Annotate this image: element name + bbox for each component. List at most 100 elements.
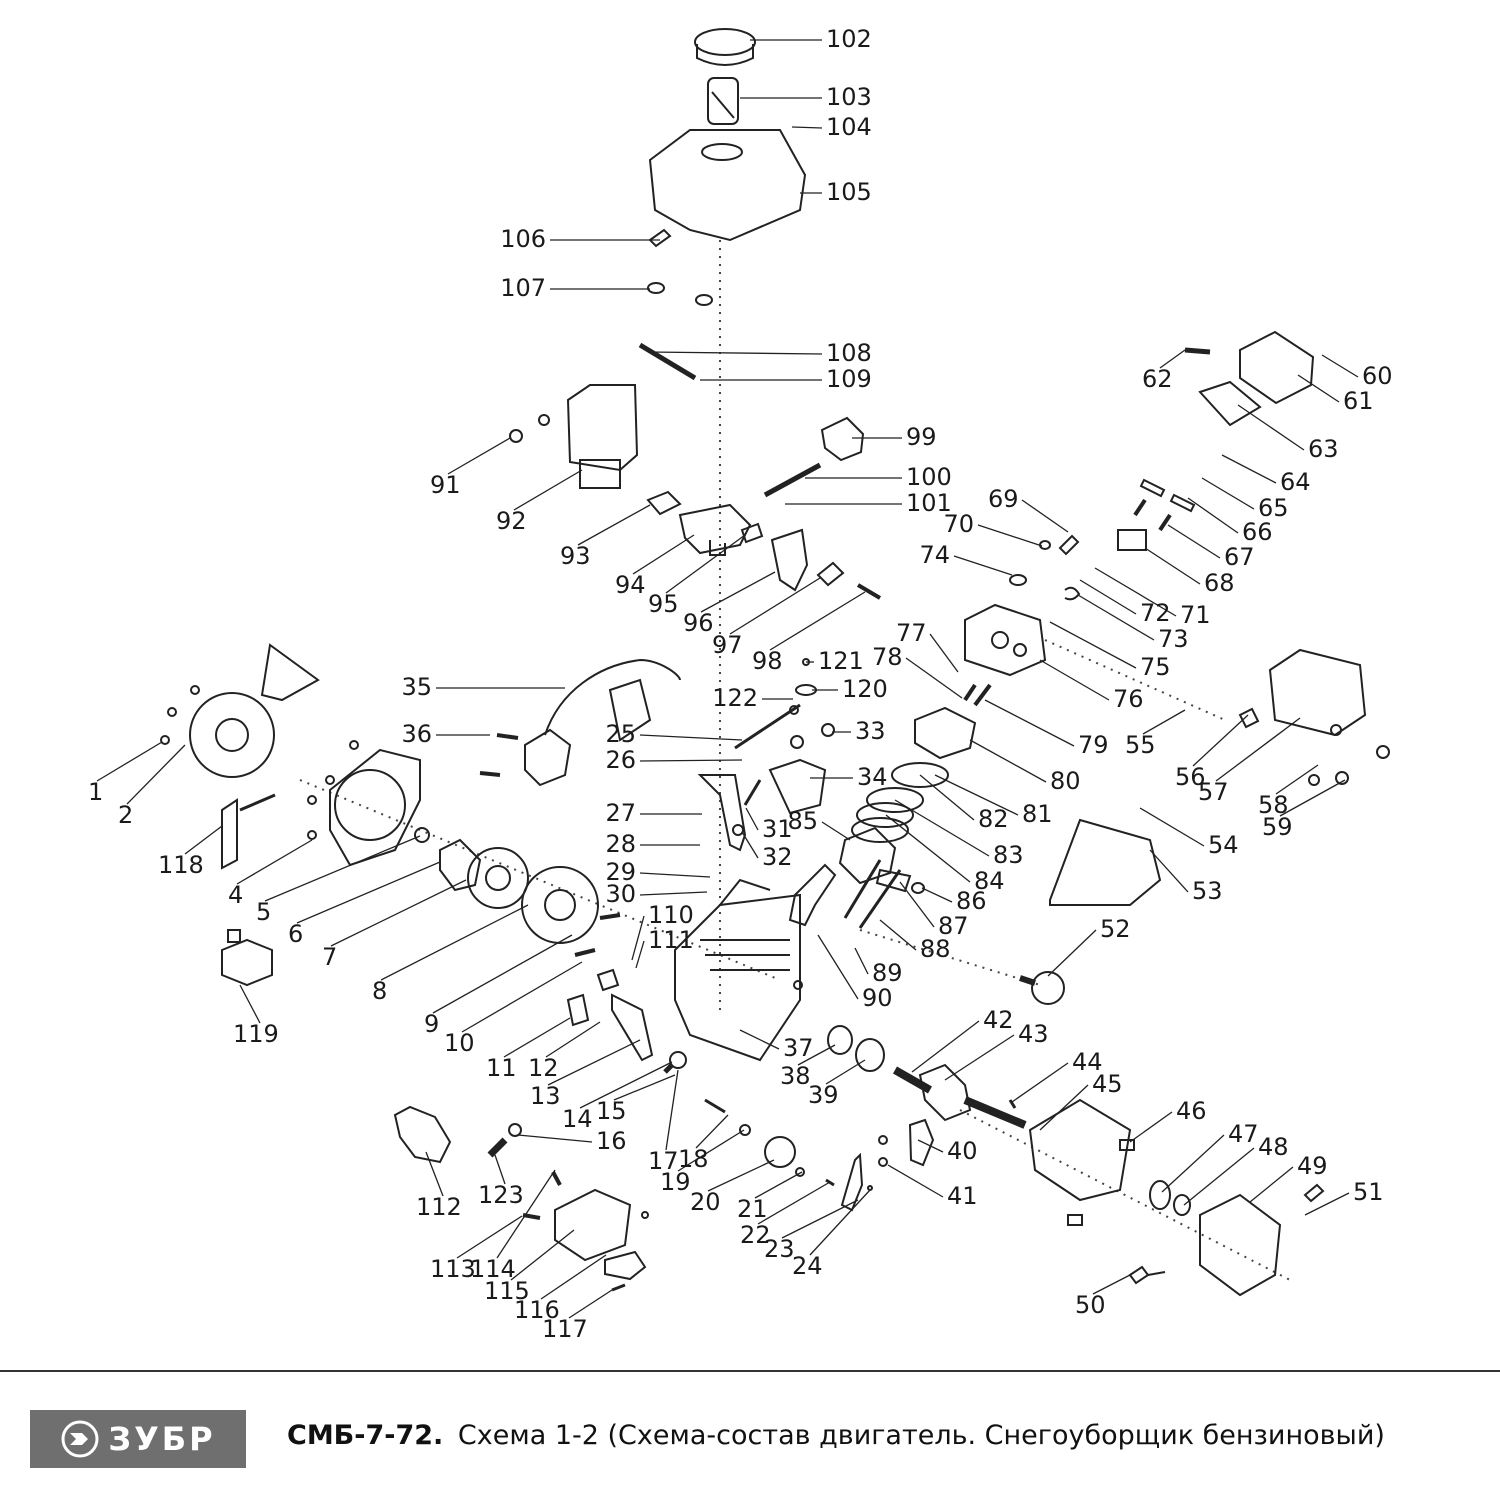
part-label-100: 100 <box>906 463 952 491</box>
part-label-92: 92 <box>496 507 527 535</box>
leader-line-87 <box>899 881 935 928</box>
leader-line-119 <box>239 984 261 1024</box>
leader-line-77 <box>929 633 959 673</box>
leader-line-37 <box>739 1029 780 1050</box>
model-number: СМБ-7-72. <box>287 1420 444 1451</box>
part-label-9: 9 <box>424 1010 439 1038</box>
part-label-79: 79 <box>1078 731 1109 759</box>
part-label-10: 10 <box>444 1029 475 1057</box>
part-label-97: 97 <box>712 631 743 659</box>
part-label-48: 48 <box>1258 1133 1289 1161</box>
part-label-72: 72 <box>1140 599 1171 627</box>
part-label-4: 4 <box>228 881 243 909</box>
part-label-99: 99 <box>906 423 937 451</box>
leader-line-97 <box>729 577 821 635</box>
part-label-53: 53 <box>1192 877 1223 905</box>
part-label-102: 102 <box>826 25 872 53</box>
leader-line-82 <box>919 774 975 821</box>
leader-line-54 <box>1139 807 1205 847</box>
part-label-77: 77 <box>896 619 927 647</box>
leader-line-68 <box>1144 547 1201 585</box>
part-label-49: 49 <box>1297 1152 1328 1180</box>
leader-line-45 <box>1039 1084 1089 1131</box>
leader-line-83 <box>894 799 990 857</box>
leader-line-62 <box>1159 349 1186 369</box>
part-label-109: 109 <box>826 365 872 393</box>
part-drawings <box>160 28 1390 1297</box>
leader-line-94 <box>632 534 695 575</box>
part-label-67: 67 <box>1224 543 1255 571</box>
part-label-32: 32 <box>762 843 793 871</box>
leader-line-12 <box>545 1021 601 1058</box>
part-label-16: 16 <box>596 1127 627 1155</box>
leader-line-108 <box>647 351 823 355</box>
part-label-46: 46 <box>1176 1097 1207 1125</box>
part-label-73: 73 <box>1158 625 1189 653</box>
part-label-36: 36 <box>401 720 432 748</box>
leader-line-80 <box>969 739 1047 783</box>
part-label-25: 25 <box>605 720 636 748</box>
leader-line-18 <box>695 1114 729 1149</box>
part-label-28: 28 <box>605 830 636 858</box>
leader-line-96 <box>700 571 776 613</box>
part-number-labels: 1021031041051061071081099910010191929394… <box>88 25 1393 1343</box>
leader-line-98 <box>769 591 866 651</box>
part-label-89: 89 <box>872 959 903 987</box>
part-label-66: 66 <box>1242 518 1273 546</box>
part-label-30: 30 <box>605 880 636 908</box>
leader-line-13 <box>547 1039 641 1086</box>
leader-line-48 <box>1183 1147 1255 1206</box>
part-label-85: 85 <box>787 807 818 835</box>
leader-line-110 <box>631 915 645 961</box>
part-label-69: 69 <box>988 485 1019 513</box>
part-label-118: 118 <box>158 851 204 879</box>
part-label-96: 96 <box>683 609 714 637</box>
leader-line-56 <box>1192 714 1249 767</box>
part-label-108: 108 <box>826 339 872 367</box>
leader-line-93 <box>577 504 651 546</box>
part-label-121: 121 <box>818 647 864 675</box>
part-label-80: 80 <box>1050 767 1081 795</box>
leader-line-85 <box>821 821 851 841</box>
leader-line-90 <box>817 934 859 1000</box>
caption-text: Схема 1-2 (Схема-состав двигатель. Снего… <box>457 1420 1385 1451</box>
leader-line-14 <box>579 1061 673 1109</box>
leader-line-50 <box>1092 1274 1131 1295</box>
part-label-39: 39 <box>808 1081 839 1109</box>
part-label-26: 26 <box>605 746 636 774</box>
part-label-13: 13 <box>530 1082 561 1110</box>
leader-lines <box>96 39 1359 1319</box>
part-label-70: 70 <box>943 510 974 538</box>
part-label-22: 22 <box>740 1221 771 1249</box>
leader-line-55 <box>1142 709 1186 735</box>
part-label-88: 88 <box>920 935 951 963</box>
part-label-90: 90 <box>862 984 893 1012</box>
part-label-18: 18 <box>678 1145 709 1173</box>
leader-line-6 <box>296 861 441 924</box>
leader-line-43 <box>944 1034 1015 1081</box>
part-label-78: 78 <box>872 643 903 671</box>
part-label-122: 122 <box>712 684 758 712</box>
part-label-17: 17 <box>648 1147 679 1175</box>
part-label-93: 93 <box>560 542 591 570</box>
leader-line-112 <box>425 1151 444 1197</box>
leader-line-52 <box>1047 929 1097 977</box>
part-label-24: 24 <box>792 1252 823 1280</box>
leader-line-73 <box>1077 594 1155 641</box>
part-label-50: 50 <box>1075 1291 1106 1319</box>
leader-line-2 <box>126 744 186 805</box>
leader-line-24 <box>809 1189 871 1256</box>
leader-line-115 <box>510 1229 575 1281</box>
leader-line-32 <box>741 831 759 859</box>
part-label-45: 45 <box>1092 1070 1123 1098</box>
part-label-117: 117 <box>542 1315 588 1343</box>
part-label-1: 1 <box>88 778 103 806</box>
part-label-120: 120 <box>842 675 888 703</box>
part-label-58: 58 <box>1258 791 1289 819</box>
part-label-43: 43 <box>1018 1020 1049 1048</box>
logo-arrow-icon <box>61 1420 99 1458</box>
part-label-57: 57 <box>1198 778 1229 806</box>
part-label-37: 37 <box>783 1034 814 1062</box>
leader-line-39 <box>825 1059 866 1085</box>
leader-line-61 <box>1297 374 1340 403</box>
